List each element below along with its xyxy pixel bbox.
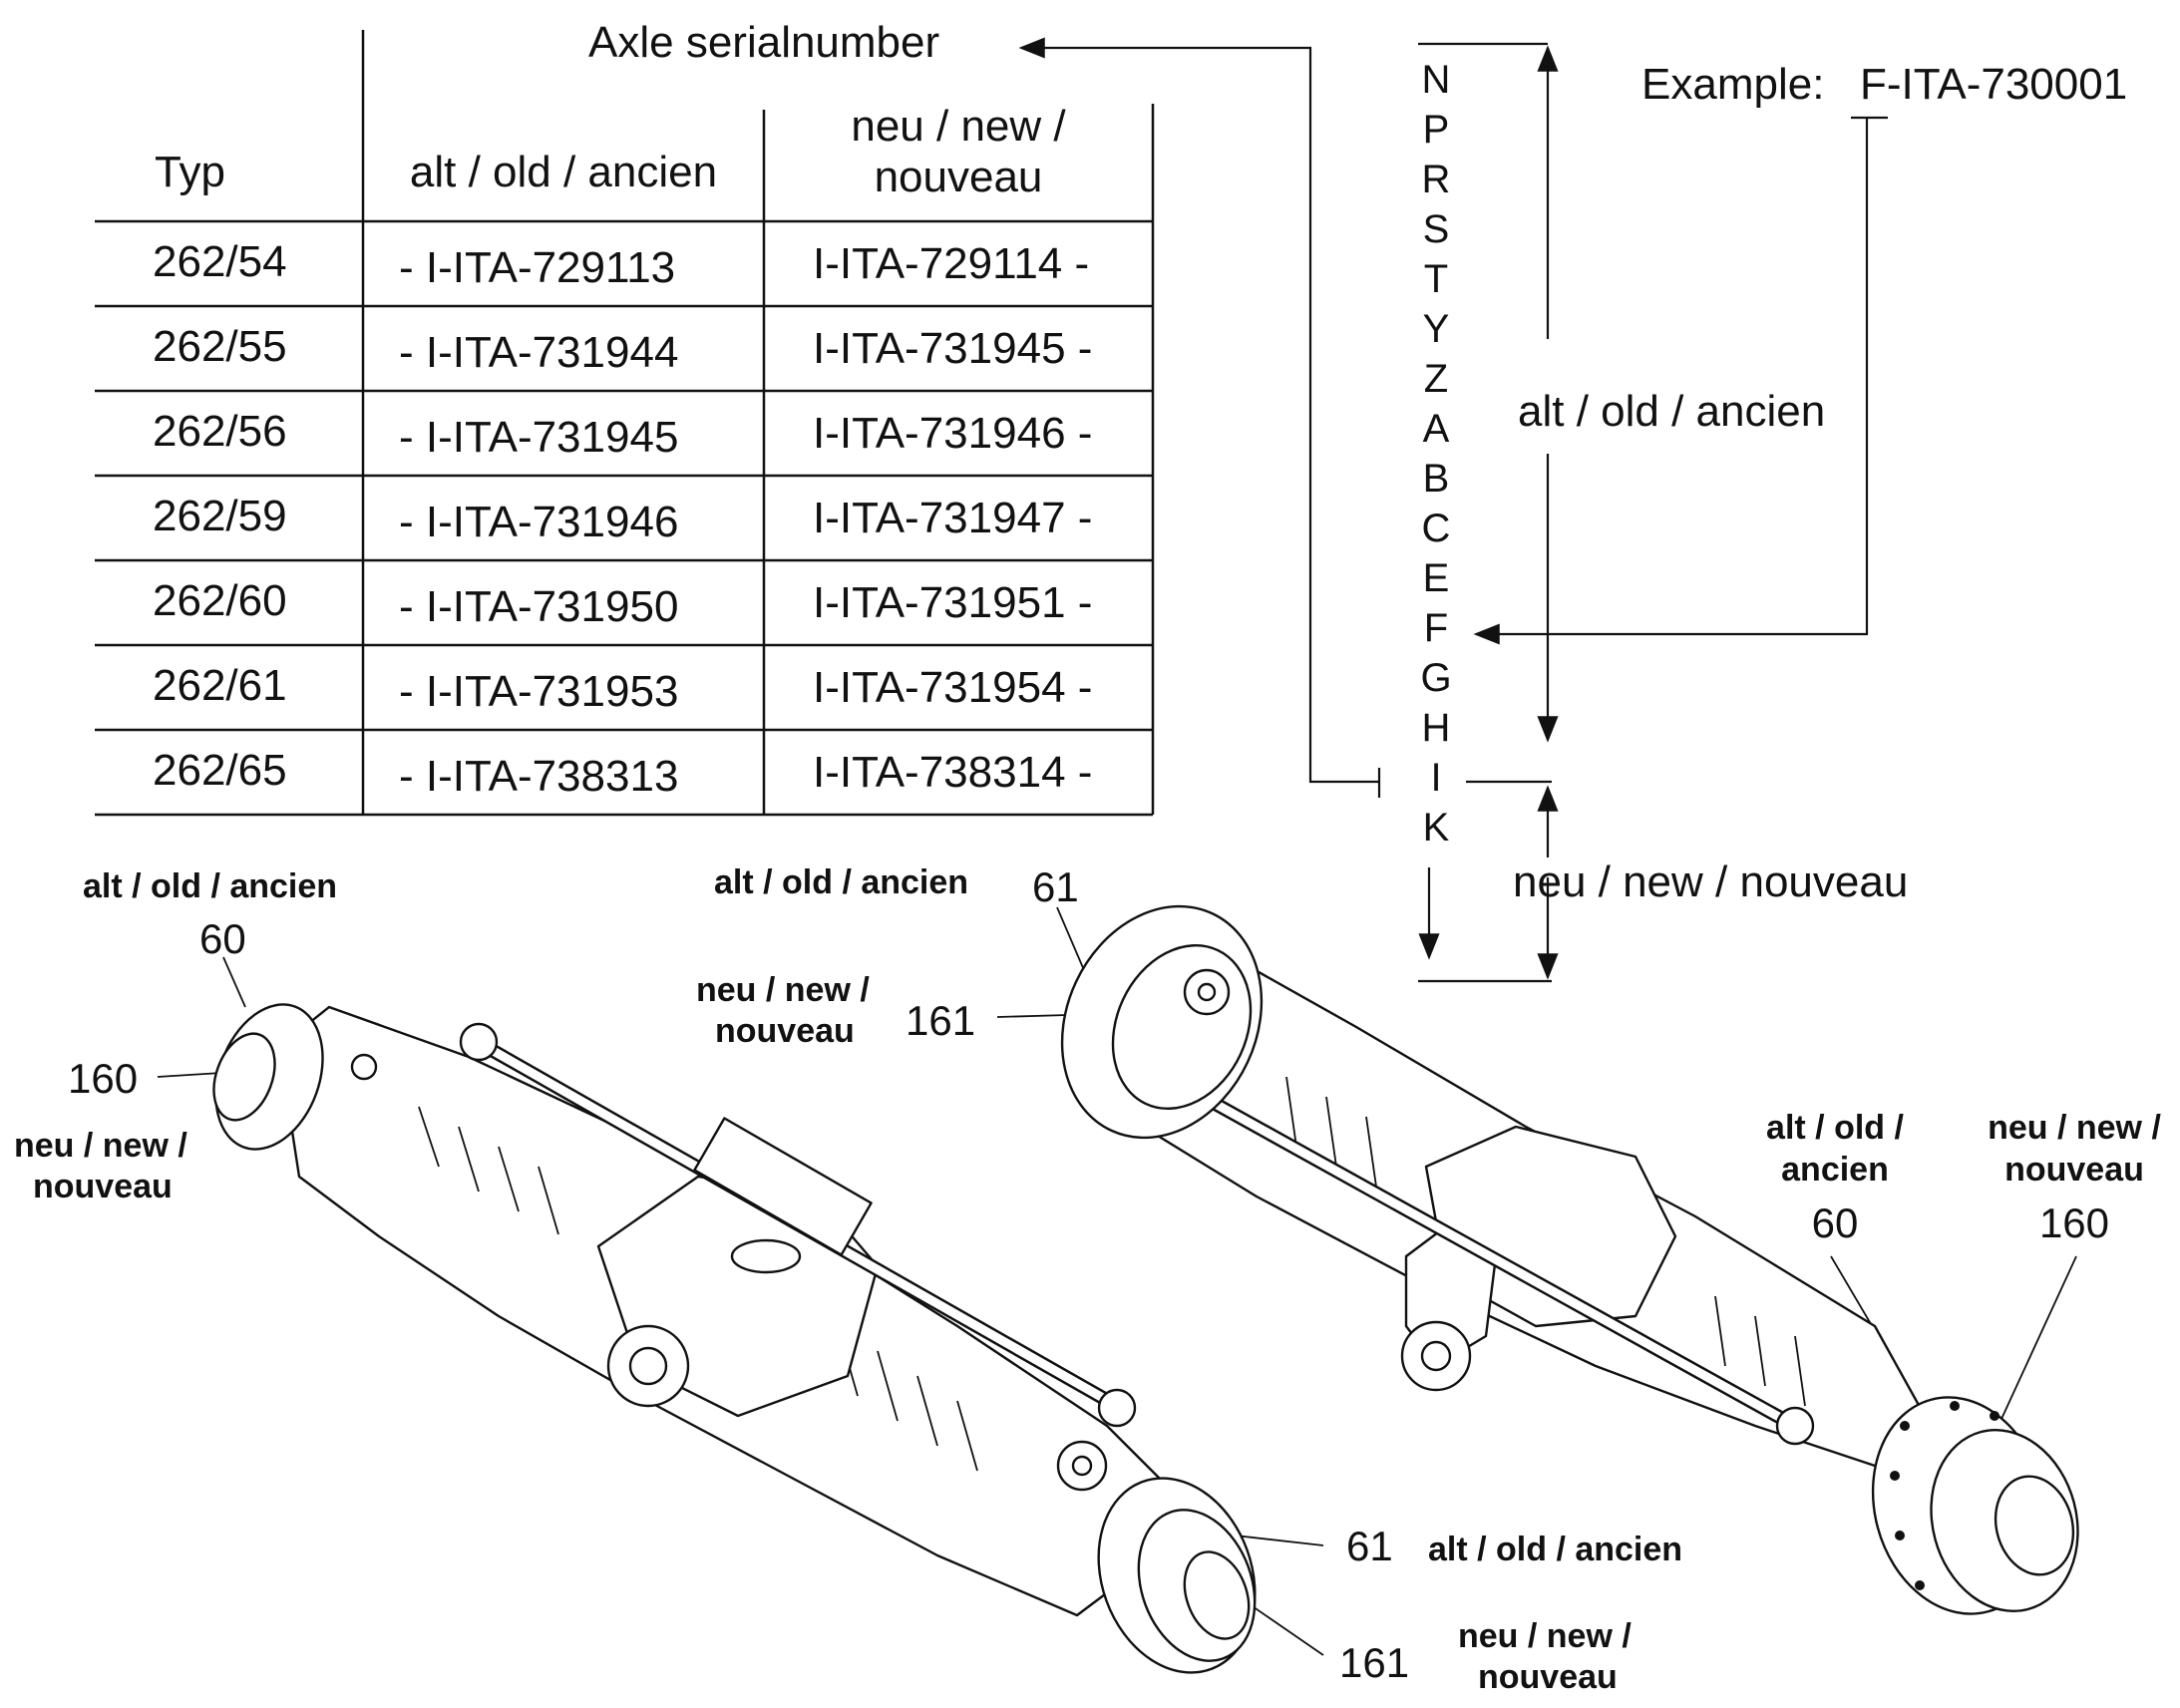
table-row-typ: 262/55	[153, 322, 287, 371]
left-axle-drawing	[212, 1003, 1257, 1674]
callout-new-label-line2: nouveau	[1478, 1658, 1618, 1696]
serial-letter: B	[1422, 457, 1450, 501]
table-row-old: - I-ITA-731953	[399, 667, 679, 716]
serial-letter: K	[1422, 806, 1450, 850]
table-row-new: I-ITA-731945 -	[813, 324, 1093, 373]
example-label: Example:	[1641, 60, 1825, 109]
column-header-old: alt / old / ancien	[409, 148, 718, 196]
callout-part-61: 61	[1032, 863, 1079, 910]
callout-new-label-line1: neu / new /	[1988, 1109, 2161, 1147]
table-row-old: - I-ITA-731944	[399, 328, 679, 377]
callout-old-label-line2: ancien	[1781, 1151, 1889, 1189]
table-row-old: - I-ITA-731945	[399, 413, 679, 462]
callout-old-label: alt / old / ancien	[83, 867, 338, 905]
callout-part-160: 160	[2038, 1199, 2110, 1246]
callout-part-60: 60	[199, 915, 246, 962]
serial-letter: T	[1423, 257, 1449, 301]
callout-part-60: 60	[1811, 1199, 1859, 1246]
table-row-new: I-ITA-731946 -	[813, 409, 1093, 458]
serial-letter: R	[1421, 158, 1451, 201]
table-row-new: I-ITA-731947 -	[813, 494, 1093, 542]
serial-letter: C	[1421, 507, 1451, 550]
table-row-old: - I-ITA-729113	[399, 243, 676, 292]
callout-new-label-line2: nouveau	[2004, 1151, 2144, 1189]
table-row-new: I-ITA-729114 -	[813, 239, 1090, 288]
table-row-typ: 262/56	[153, 407, 287, 456]
legend-new-range-label: neu / new / nouveau	[1513, 857, 1909, 906]
serial-letter: F	[1423, 606, 1449, 650]
callout-part-161: 161	[1339, 1639, 1410, 1686]
table-row-new: I-ITA-731951 -	[813, 578, 1093, 627]
callout-new-label-line1: neu / new /	[1458, 1617, 1632, 1655]
table-row-typ: 262/54	[153, 237, 287, 286]
column-header-typ: Typ	[155, 148, 225, 196]
serial-letter: H	[1421, 706, 1451, 750]
column-header-new-line2: nouveau	[874, 153, 1043, 201]
table-row-typ: 262/59	[153, 492, 287, 540]
table-row-typ: 262/60	[153, 576, 287, 625]
table-row-old: - I-ITA-731950	[399, 582, 679, 631]
callout-part-61: 61	[1346, 1523, 1393, 1569]
column-header-new-line1: neu / new /	[851, 102, 1066, 151]
callout-old-label: alt / old / ancien	[1428, 1531, 1683, 1568]
serial-legend-lines	[1018, 37, 1888, 983]
callout-old-label-line1: alt / old /	[1766, 1109, 1904, 1147]
callout-old-label: alt / old / ancien	[714, 863, 969, 901]
table-row-new: I-ITA-738314 -	[813, 748, 1093, 797]
callout-new-label-line2: nouveau	[715, 1012, 855, 1050]
serial-letter: Z	[1423, 357, 1449, 401]
callout-new-label-line1: neu / new /	[14, 1127, 187, 1165]
serial-letter: G	[1420, 656, 1452, 700]
callout-part-160: 160	[68, 1055, 139, 1102]
legend-old-range-label: alt / old / ancien	[1518, 387, 1826, 436]
serial-letter: N	[1421, 58, 1451, 102]
serial-letter: S	[1422, 207, 1450, 251]
table-row-old: - I-ITA-738313	[399, 752, 679, 801]
table-row-typ: 262/61	[153, 661, 287, 710]
serial-table-grid	[95, 30, 1155, 817]
callout-part-161: 161	[906, 997, 976, 1044]
serial-letter: I	[1430, 756, 1442, 800]
right-axle-drawing	[1060, 904, 2079, 1615]
example-value: F-ITA-730001	[1860, 60, 2128, 109]
serial-letter: Y	[1422, 307, 1450, 351]
table-caption: Axle serialnumber	[588, 18, 940, 67]
serial-letter: P	[1422, 108, 1450, 152]
serial-letter: E	[1422, 556, 1450, 600]
callout-new-label-line1: neu / new /	[696, 971, 870, 1009]
table-row-new: I-ITA-731954 -	[813, 663, 1093, 712]
serial-letter: A	[1422, 407, 1450, 451]
table-row-typ: 262/65	[153, 746, 287, 795]
table-row-old: - I-ITA-731946	[399, 498, 679, 546]
callout-new-label-line2: nouveau	[33, 1168, 173, 1205]
